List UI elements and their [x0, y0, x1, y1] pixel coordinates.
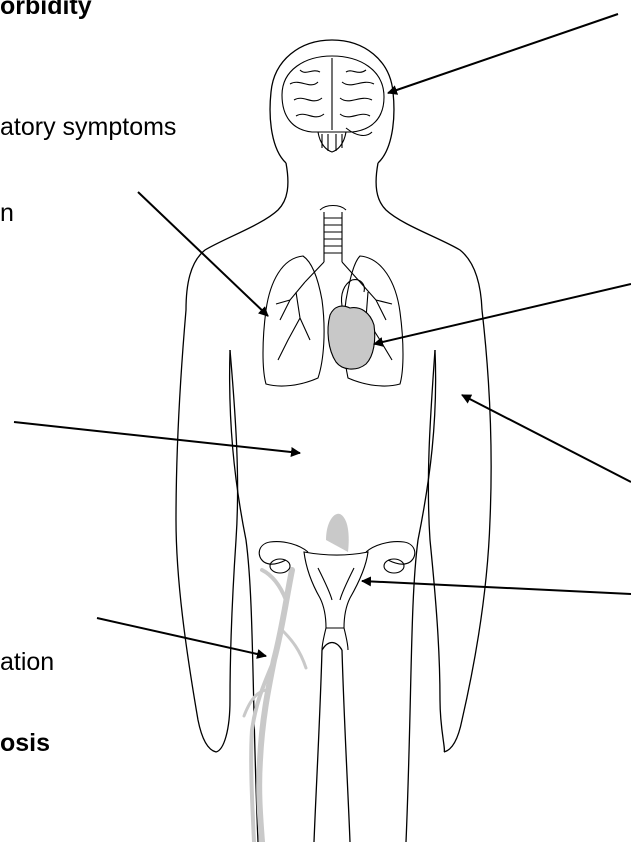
arrow-to-leg-veins	[97, 618, 266, 656]
arrow-to-lungs	[138, 192, 268, 316]
arrow-to-right-arm	[462, 395, 631, 482]
brain-icon	[282, 56, 384, 152]
arrow-to-uterus	[362, 581, 631, 594]
arrow-to-brain	[388, 14, 618, 93]
body-outline	[176, 40, 491, 842]
arrow-to-heart	[374, 284, 631, 344]
arrow-to-abdomen	[14, 422, 300, 453]
lungs-icon	[263, 206, 403, 387]
pelvic-shadow-icon	[326, 514, 349, 552]
annotation-arrows	[14, 14, 631, 656]
